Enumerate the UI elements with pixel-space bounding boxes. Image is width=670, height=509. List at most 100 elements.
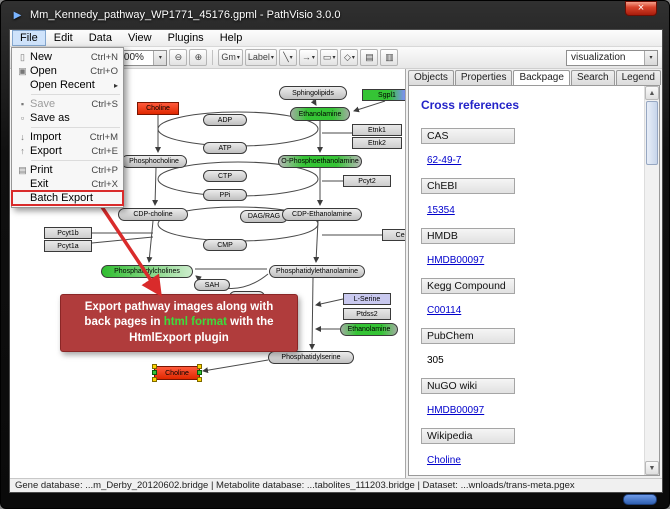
scroll-down-icon[interactable]: ▼	[645, 461, 659, 475]
scrollbar-thumb[interactable]	[646, 101, 658, 165]
menu-item-label: Save	[30, 98, 91, 110]
file-menu-item-exit[interactable]: ExitCtrl+X	[12, 177, 123, 191]
pathway-node-phosphatidylcholines[interactable]: Phosphatidylcholines	[101, 265, 193, 278]
menu-data[interactable]: Data	[81, 30, 120, 46]
pathway-node-ppi[interactable]: PPi	[203, 189, 247, 201]
pathway-node-ethanolamine[interactable]: Ethanolamine	[290, 107, 350, 121]
xref-source: HMDB	[421, 228, 515, 244]
zoom-to-fit-button[interactable]: ⊕	[189, 49, 207, 66]
menu-item-label: New	[30, 51, 91, 63]
selection-handle[interactable]	[197, 377, 202, 382]
pathway-node-cmp[interactable]: CMP	[203, 239, 247, 251]
selection-handle[interactable]	[152, 364, 157, 369]
tab-search[interactable]: Search	[571, 70, 615, 85]
pathway-node-cept1[interactable]: Cept1	[382, 229, 406, 241]
pathway-node-cdp-ethanolamine[interactable]: CDP-Ethanolamine	[282, 208, 362, 221]
connector-tool-button[interactable]: →▾	[299, 49, 318, 66]
pathway-node-cdp-choline[interactable]: CDP-choline	[118, 208, 188, 221]
chevron-down-icon[interactable]: ▾	[644, 51, 657, 65]
pathway-node-pcyt2[interactable]: Pcyt2	[343, 175, 391, 187]
menu-file[interactable]: File	[12, 30, 46, 46]
pathway-node-sgpl1[interactable]: Sgpl1	[362, 89, 406, 101]
selection-handle[interactable]	[197, 370, 202, 375]
dropdown-arrow-icon: ▾	[290, 54, 293, 61]
tab-objects[interactable]: Objects	[408, 70, 454, 85]
tab-properties[interactable]: Properties	[455, 70, 513, 85]
file-menu-item-print[interactable]: ▤PrintCtrl+P	[12, 163, 123, 177]
pathway-node-choline[interactable]: Choline	[137, 102, 179, 115]
xref-link[interactable]: Choline	[427, 455, 461, 466]
xref-link[interactable]: HMDB00097	[427, 255, 484, 266]
pathway-node-choline[interactable]: Choline	[154, 366, 200, 380]
pathway-node-sah[interactable]: SAH	[194, 279, 230, 291]
backpage-panel: Cross references CAS62-49-7ChEBI15354HMD…	[408, 85, 660, 476]
pathway-node-pcyt1a[interactable]: Pcyt1a	[44, 240, 92, 252]
app-icon: ▶	[11, 9, 24, 22]
file-menu-item-open[interactable]: ▣OpenCtrl+O	[12, 64, 123, 78]
file-menu-item-open-recent[interactable]: Open Recent▸	[12, 78, 123, 92]
zoom-out-button[interactable]: ⊖	[169, 49, 187, 66]
align-tool-button[interactable]: ▤	[360, 49, 378, 66]
close-button[interactable]: ×	[625, 1, 657, 16]
menu-help[interactable]: Help	[212, 30, 251, 46]
pathway-node-ethanolamine[interactable]: Ethanolamine	[340, 323, 398, 336]
tab-backpage[interactable]: Backpage	[513, 70, 569, 85]
file-menu-item-new[interactable]: ▯NewCtrl+N	[12, 50, 123, 64]
line-tool-button[interactable]: ╲▾	[279, 49, 297, 66]
pathway-node-o-phosphoethanolamine[interactable]: O-Phosphoethanolamine	[278, 155, 362, 168]
pathway-node-etnk2[interactable]: Etnk2	[352, 137, 402, 149]
file-menu-item-batch-export[interactable]: Batch Export	[12, 191, 123, 205]
menu-separator	[31, 127, 120, 128]
taskbar-fragment	[623, 494, 657, 505]
xref-link[interactable]: 62-49-7	[427, 155, 461, 166]
pathway-node-ptdss2[interactable]: Ptdss2	[343, 308, 391, 320]
menu-item-shortcut: Ctrl+M	[90, 132, 118, 143]
pathway-node-pcyt1b[interactable]: Pcyt1b	[44, 227, 92, 239]
menu-item-label: Export	[30, 145, 91, 157]
pathway-node-phosphocholine[interactable]: Phosphocholine	[121, 155, 187, 168]
label-tool-button[interactable]: Label▾	[245, 49, 277, 66]
distribute-tool-button[interactable]: ▥	[380, 49, 398, 66]
gene-product-tool-button[interactable]: Gm▾	[218, 49, 243, 66]
file-menu-item-save-as[interactable]: ▫Save as	[12, 111, 123, 125]
xref-source: PubChem	[421, 328, 515, 344]
xref-entry: WikipediaCholine	[421, 428, 635, 476]
menu-view[interactable]: View	[120, 30, 160, 46]
xref-source: Wikipedia	[421, 428, 515, 444]
pathway-node-l-serine[interactable]: L-Serine	[343, 293, 391, 305]
xref-link[interactable]: HMDB00097	[427, 405, 484, 416]
menu-item-shortcut: Ctrl+S	[91, 99, 118, 110]
pathway-node-phosphatidylethanolamine[interactable]: Phosphatidylethanolamine	[269, 265, 365, 278]
pathway-node-sphingolipids[interactable]: Sphingolipids	[279, 86, 347, 100]
file-menu-item-export[interactable]: ↑ExportCtrl+E	[12, 144, 123, 158]
xref-source: ChEBI	[421, 178, 515, 194]
template-tool-button[interactable]: ◇▾	[340, 49, 358, 66]
xref-link[interactable]: 15354	[427, 205, 455, 216]
menu-item-label: Open	[30, 65, 90, 77]
pathway-node-adp[interactable]: ADP	[203, 114, 247, 126]
menu-item-label: Open Recent	[30, 79, 112, 91]
pathway-node-dag-rag[interactable]: DAG/RAG	[240, 210, 288, 223]
pathway-node-phosphatidylserine[interactable]: Phosphatidylserine	[268, 351, 354, 364]
menu-edit[interactable]: Edit	[46, 30, 81, 46]
pathway-node-atp[interactable]: ATP	[203, 142, 247, 154]
xref-link[interactable]: C00114	[427, 305, 461, 316]
selection-handle[interactable]	[152, 377, 157, 382]
scroll-up-icon[interactable]: ▲	[645, 86, 659, 100]
selection-handle[interactable]	[152, 370, 157, 375]
selection-handle[interactable]	[197, 364, 202, 369]
save-as-icon: ▫	[15, 113, 30, 123]
chevron-down-icon[interactable]: ▾	[153, 51, 166, 65]
file-menu-item-import[interactable]: ↓ImportCtrl+M	[12, 130, 123, 144]
titlebar[interactable]: ▶ Mm_Kennedy_pathway_WP1771_45176.gpml -…	[1, 1, 669, 29]
tab-legend[interactable]: Legend	[616, 70, 661, 85]
menu-plugins[interactable]: Plugins	[160, 30, 212, 46]
xref-entry: Kegg CompoundC00114	[421, 278, 635, 328]
shape-tool-button[interactable]: ▭▾	[320, 49, 339, 66]
panel-scrollbar[interactable]: ▲ ▼	[644, 86, 659, 475]
pathway-node-etnk1[interactable]: Etnk1	[352, 124, 402, 136]
visualization-combobox[interactable]: visualization ▾	[566, 50, 658, 66]
menu-item-shortcut: Ctrl+E	[91, 146, 118, 157]
pathway-node-ctp[interactable]: CTP	[203, 170, 247, 182]
toolbar-separator	[212, 50, 213, 65]
